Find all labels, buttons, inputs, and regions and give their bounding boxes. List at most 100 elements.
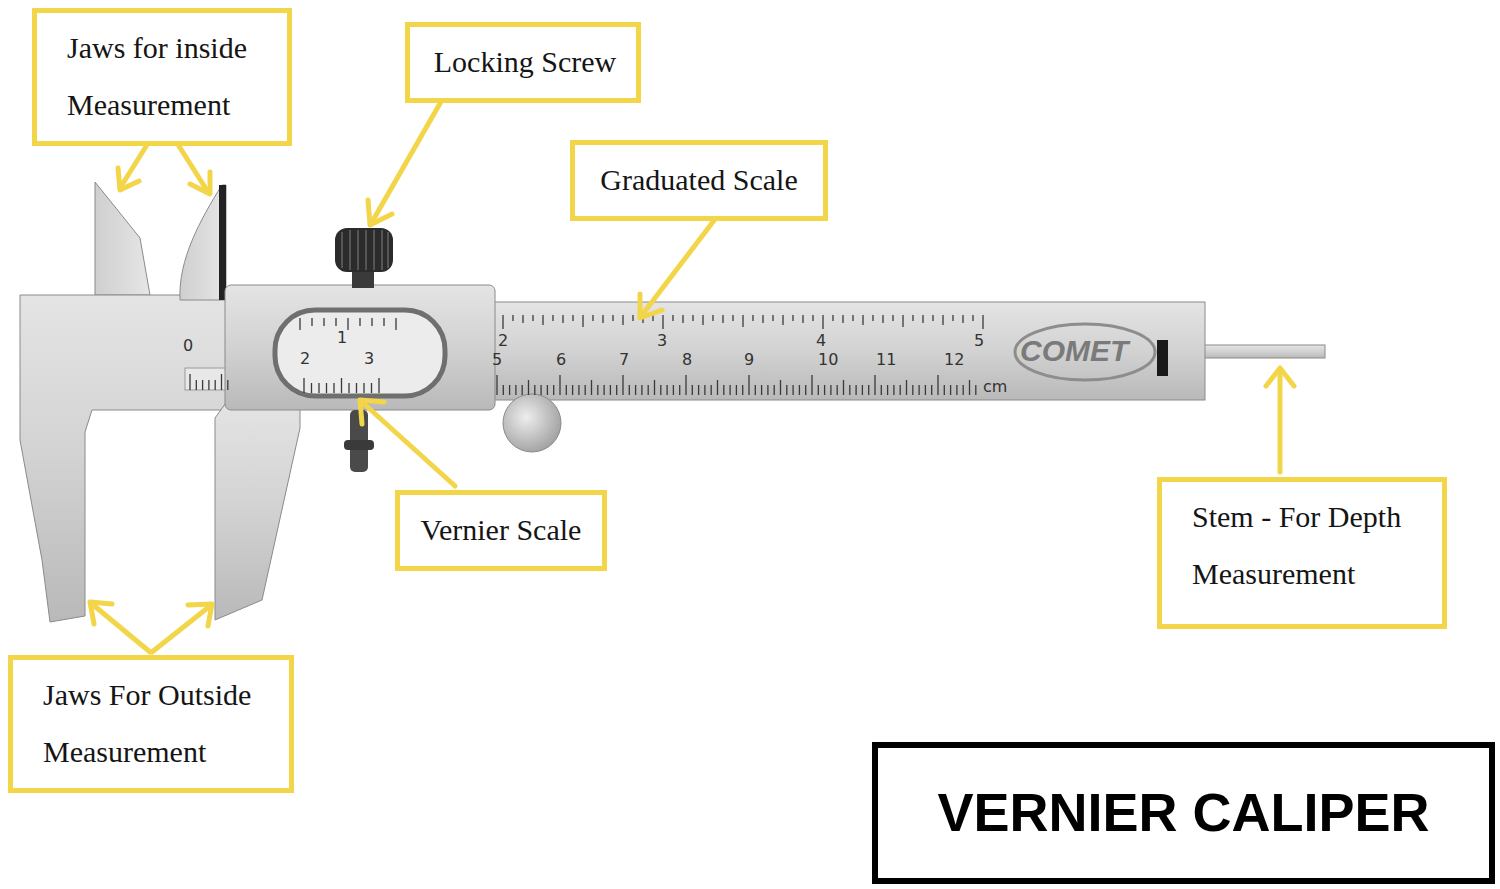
sliding-inside-jaw [180, 185, 226, 300]
scale-tick [902, 315, 903, 327]
title-text: VERNIER CALIPER [937, 783, 1429, 842]
scale-tick [591, 380, 592, 395]
scale-tick [755, 385, 756, 395]
callout-box: Stem - For Depth Measurement [1157, 477, 1447, 629]
scale-number: 0 [183, 338, 193, 354]
scale-tick [534, 385, 535, 395]
scale-tick [881, 385, 882, 395]
scale-tick [937, 375, 938, 395]
knurling [342, 230, 388, 270]
thumb-wheel [503, 394, 561, 452]
scale-tick [323, 318, 324, 326]
slider-body [225, 285, 495, 410]
depth-stem [1200, 345, 1325, 358]
scale-tick [221, 374, 222, 390]
scale-tick [792, 315, 793, 321]
scale-tick [799, 385, 800, 395]
scale-tick [582, 315, 583, 327]
scale-tick [662, 315, 663, 329]
scale-tick [660, 385, 661, 395]
scale-tick [515, 385, 516, 395]
scale-tick [559, 375, 560, 395]
scale-tick [572, 315, 573, 321]
scale-tick [542, 315, 543, 325]
scale-number: cm [983, 379, 1007, 395]
scale-tick [522, 385, 523, 395]
title-box: VERNIER CALIPER [872, 742, 1495, 884]
scale-tick [782, 315, 783, 325]
scale-tick [311, 318, 312, 326]
locking-screw-knob [335, 228, 393, 272]
scale-tick [729, 385, 730, 395]
brand-oval [1015, 324, 1155, 380]
scale-tick [685, 375, 686, 395]
scale-tick [299, 318, 300, 330]
scale-tick [742, 385, 743, 395]
scale-tick [673, 385, 674, 395]
scale-tick [925, 385, 926, 395]
scale-tick [347, 318, 348, 330]
scale-tick [862, 315, 863, 325]
scale-tick [641, 385, 642, 395]
scale-tick [824, 385, 825, 395]
scale-tick [603, 385, 604, 395]
scale-tick [578, 385, 579, 395]
scale-tick [717, 380, 718, 395]
scale-number: 3 [657, 333, 667, 349]
callout-box: Jaws for inside Measurement [32, 8, 292, 146]
scale-tick [962, 315, 963, 323]
scale-tick [371, 383, 372, 393]
vernier-window [275, 310, 445, 396]
scale-tick [189, 374, 190, 390]
scale-tick [540, 385, 541, 395]
scale-tick [654, 380, 655, 395]
scale-tick [969, 380, 970, 395]
scale-tick [303, 378, 304, 393]
scale-number: 1 [337, 330, 347, 346]
scale-tick [774, 385, 775, 395]
fixed-inside-jaw [95, 182, 150, 295]
scale-tick [722, 315, 723, 323]
scale-tick [780, 380, 781, 395]
scale-tick [371, 318, 372, 326]
scale-tick [622, 375, 623, 395]
scale-tick [597, 385, 598, 395]
scale-tick [818, 385, 819, 395]
scale-tick [547, 385, 548, 395]
scale-tick [972, 315, 973, 321]
scale-tick [944, 385, 945, 395]
scale-number: 5 [974, 333, 984, 349]
scale-tick [702, 315, 703, 325]
scale-tick [732, 315, 733, 321]
scale-tick [666, 385, 667, 395]
scale-tick [692, 385, 693, 395]
scale-tick [562, 315, 563, 323]
scale-tick [378, 378, 379, 393]
scale-tick [893, 385, 894, 395]
scale-tick [672, 315, 673, 321]
callout-label: Graduated Scale [585, 151, 813, 208]
scale-tick [711, 385, 712, 395]
scale-number: 2 [300, 351, 310, 367]
scale-tick [528, 380, 529, 395]
callout-box: Graduated Scale [570, 140, 828, 221]
scale-tick [692, 315, 693, 321]
leader-arrows [90, 86, 1294, 652]
scale-tick [196, 380, 197, 390]
scale-tick [723, 385, 724, 395]
fixed-jaw [20, 295, 240, 622]
scale-tick [318, 383, 319, 393]
scale-tick [502, 315, 503, 329]
main-beam [480, 302, 1205, 400]
scale-tick [602, 315, 603, 323]
scale-number: 5 [492, 352, 502, 368]
callout-label: Vernier Scale [410, 501, 592, 558]
callout-box: Locking Screw [405, 22, 641, 103]
scale-tick [356, 383, 357, 393]
scale-tick [632, 315, 633, 321]
scale-tick [975, 385, 976, 395]
scale-tick [812, 315, 813, 321]
scale-tick [509, 385, 510, 395]
scale-number: 8 [682, 352, 692, 368]
scale-tick [837, 385, 838, 395]
